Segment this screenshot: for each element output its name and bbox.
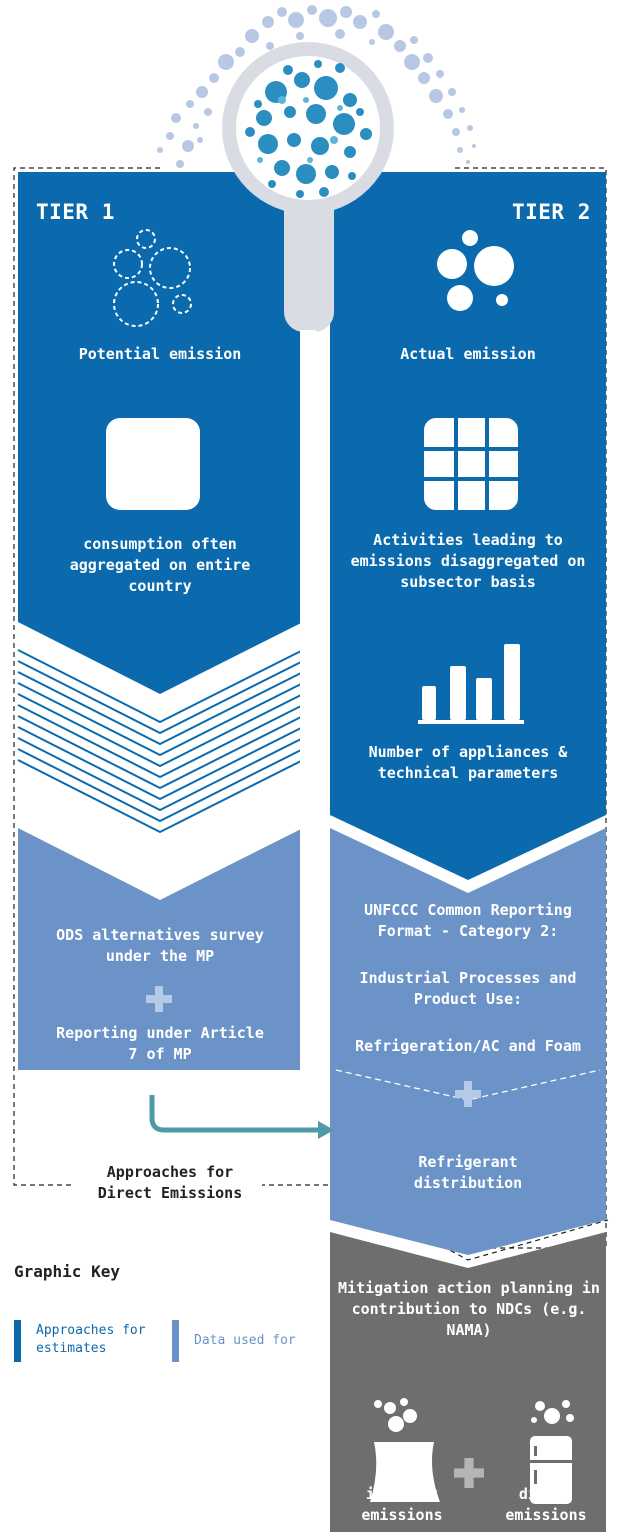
actual-emission-bubbles-icon (437, 230, 514, 311)
potential-emission-bubbles-icon (113, 229, 192, 327)
unfccc-label: UNFCCC Common Reporting Format - Categor… (364, 901, 572, 940)
bar-chart-icon (418, 644, 524, 724)
disaggregated-grid-icon (424, 418, 518, 510)
approaches-border-right (455, 167, 607, 1249)
potential-emission-label: Potential emission (78, 345, 242, 363)
mitigation-title: Mitigation action planning in contributi… (338, 1279, 600, 1339)
key-approaches-label: Approaches for estimates (36, 1323, 146, 1356)
refrigeration-label: Refrigeration/AC and Foam (355, 1037, 581, 1055)
plus-icon (454, 1458, 484, 1488)
appliances-label: Number of appliances & technical paramet… (368, 743, 568, 782)
graphic-key-title: Graphic Key (14, 1262, 120, 1281)
refrigerant-distribution-label: Refrigerant distribution (413, 1153, 523, 1192)
refrigerator-icon (530, 1400, 574, 1504)
plus-icon (455, 1081, 481, 1107)
bubble-cloud (157, 5, 476, 168)
indirect-emissions-label: indirect emissions (361, 1485, 443, 1524)
tier2-data-box (330, 828, 606, 1255)
plus-icon (146, 986, 172, 1012)
actual-emission-label: Actual emission (400, 345, 536, 363)
magnifier-lens-bubbles (245, 60, 372, 198)
activities-label: Activities leading to emissions disaggre… (350, 531, 586, 591)
industrial-label: Industrial Processes and Product Use: (359, 969, 577, 1008)
power-plant-icon (370, 1398, 440, 1502)
survey-label: ODS alternatives survey under the MP (56, 926, 264, 965)
tier1-stripes (17, 649, 304, 834)
aggregated-square-icon (106, 418, 200, 510)
direct-emissions-label: direct emissions (505, 1485, 587, 1524)
consumption-label: consumption often aggregated on entire c… (69, 535, 251, 595)
magnifier-stem (300, 320, 316, 1110)
approaches-border-left (13, 167, 160, 1186)
key-data-used-label: Data used for (194, 1333, 296, 1348)
tier1-title: TIER 1 (36, 200, 115, 224)
key-swatch-approaches (14, 1320, 21, 1362)
key-swatch-data (172, 1320, 179, 1362)
article7-label: Reporting under Article 7 of MP (56, 1024, 264, 1063)
approaches-label: Approaches for Direct Emissions (78, 1162, 262, 1204)
tier1-data-box (18, 828, 303, 1070)
tier2-panel (330, 172, 606, 880)
arrow-to-tier2 (149, 1095, 320, 1133)
tier2-title: TIER 2 (512, 200, 591, 224)
